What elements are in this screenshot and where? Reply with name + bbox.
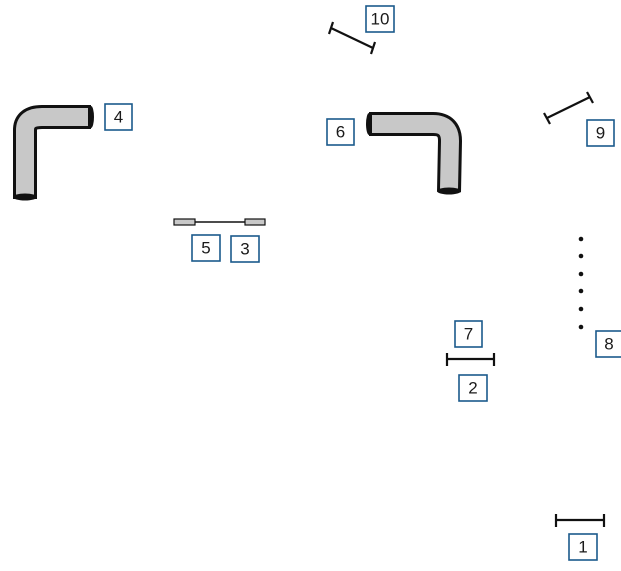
callout-5: 5 — [191, 234, 221, 262]
rod-end-cap-left — [173, 218, 196, 226]
rod-end-cap-right — [244, 218, 266, 226]
elbow-pipe-center-body — [372, 115, 459, 190]
dot — [578, 306, 584, 312]
pin-horizontal-bottom — [554, 514, 606, 527]
elbow-pipe-left-body — [16, 108, 88, 196]
callout-5-label: 5 — [201, 239, 210, 258]
callout-1: 1 — [568, 533, 598, 561]
callout-6-label: 6 — [336, 123, 345, 142]
dot — [578, 271, 584, 277]
callout-10-label: 10 — [371, 10, 390, 29]
elbow-pipe-center-opening-bottom — [437, 187, 461, 195]
callout-4: 4 — [104, 103, 133, 131]
elbow-pipe-center-outline — [369, 112, 462, 193]
callout-2: 2 — [458, 374, 488, 402]
callout-3-label: 3 — [240, 240, 249, 259]
elbow-pipe-left — [13, 105, 94, 201]
callout-8: 8 — [595, 330, 621, 358]
elbow-pipe-left-opening-bottom — [13, 193, 37, 201]
elbow-pipe-left-outline — [13, 105, 91, 199]
rod-with-end-caps — [173, 218, 266, 226]
pin-diagonal-right-end-a — [543, 112, 551, 125]
elbow-pipe-center — [366, 112, 462, 195]
pin-diagonal-right — [543, 91, 594, 125]
pin-diagonal-right-end-b — [586, 91, 594, 104]
pin-horizontal-mid — [445, 353, 496, 366]
dotted-line — [578, 236, 584, 330]
callout-6: 6 — [326, 118, 355, 146]
callout-7: 7 — [454, 320, 483, 348]
pin-diagonal-top-end-a — [327, 21, 335, 35]
dot — [578, 236, 584, 242]
callout-9: 9 — [586, 119, 615, 147]
callout-3: 3 — [230, 235, 260, 263]
elbow-pipe-center-opening-left — [366, 113, 372, 135]
pin-diagonal-top-end-b — [369, 41, 377, 55]
callout-9-label: 9 — [596, 124, 605, 143]
elbow-pipe-left-opening-right — [88, 106, 94, 128]
pin-diagonal-top — [327, 21, 377, 55]
callout-8-label: 8 — [604, 335, 613, 354]
callout-10: 10 — [365, 5, 395, 33]
dot — [578, 253, 584, 259]
callout-2-label: 2 — [468, 379, 477, 398]
callout-7-label: 7 — [464, 325, 473, 344]
callout-4-label: 4 — [114, 108, 123, 127]
callout-1-label: 1 — [578, 538, 587, 557]
dot — [578, 288, 584, 294]
pin-diagonal-top-shaft — [330, 27, 374, 49]
pin-diagonal-right-shaft — [546, 96, 591, 119]
dot — [578, 324, 584, 330]
